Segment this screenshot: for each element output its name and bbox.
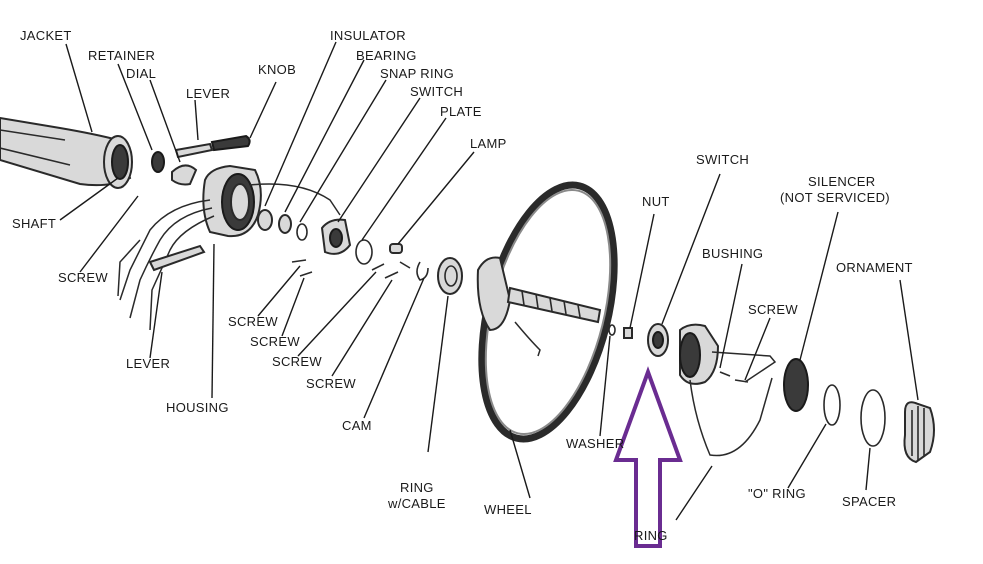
label-plate: PLATE bbox=[440, 104, 482, 119]
lamp-part bbox=[389, 243, 403, 254]
highlight-arrow bbox=[613, 366, 683, 548]
wheel-part bbox=[476, 181, 618, 443]
o-ring-part bbox=[823, 384, 841, 426]
label-ring-cable-2: w/CABLE bbox=[387, 496, 446, 511]
label-dial: DIAL bbox=[126, 66, 156, 81]
label-wheel: WHEEL bbox=[484, 502, 532, 517]
lever-top-part bbox=[174, 134, 251, 159]
label-silencer-2: (NOT SERVICED) bbox=[780, 190, 890, 205]
silencer-part bbox=[783, 358, 809, 412]
plate-part bbox=[355, 239, 373, 265]
wiring-harness bbox=[117, 199, 215, 331]
label-knob: KNOB bbox=[258, 62, 296, 77]
label-screw-2: SCREW bbox=[250, 334, 300, 349]
label-screw-left: SCREW bbox=[58, 270, 108, 285]
label-retainer: RETAINER bbox=[88, 48, 155, 63]
label-screw-4: SCREW bbox=[306, 376, 356, 391]
label-ring-cable-1: RING bbox=[400, 480, 434, 495]
bushing-part bbox=[679, 323, 777, 457]
bearing-part bbox=[278, 214, 292, 234]
label-o-ring: "O" RING bbox=[748, 486, 806, 501]
label-lever-bottom: LEVER bbox=[126, 356, 170, 371]
label-cam: CAM bbox=[342, 418, 372, 433]
label-snap-ring: SNAP RING bbox=[380, 66, 454, 81]
screw-cluster bbox=[291, 259, 411, 279]
switch-top-part bbox=[320, 218, 352, 255]
ornament-part bbox=[903, 401, 935, 464]
label-ring-bottom: RING bbox=[634, 528, 668, 543]
screw-right-parts bbox=[719, 371, 749, 383]
dial-part bbox=[171, 164, 198, 186]
jacket-part bbox=[0, 116, 133, 189]
ring-cable-part bbox=[437, 257, 463, 295]
nut-part bbox=[623, 327, 633, 339]
label-washer: WASHER bbox=[566, 436, 624, 451]
leader-lines bbox=[59, 41, 919, 521]
label-bushing: BUSHING bbox=[702, 246, 763, 261]
switch-right-part bbox=[647, 323, 669, 357]
label-silencer-1: SILENCER bbox=[808, 174, 875, 189]
label-jacket: JACKET bbox=[20, 28, 72, 43]
part-labels: JACKET RETAINER DIAL LEVER KNOB INSULATO… bbox=[12, 28, 913, 543]
label-switch-top: SWITCH bbox=[410, 84, 463, 99]
washer-part bbox=[608, 324, 616, 336]
label-lever-top: LEVER bbox=[186, 86, 230, 101]
retainer-part bbox=[151, 151, 165, 173]
label-ornament: ORNAMENT bbox=[836, 260, 913, 275]
label-screw-3: SCREW bbox=[272, 354, 322, 369]
label-lamp: LAMP bbox=[470, 136, 507, 151]
label-spacer: SPACER bbox=[842, 494, 896, 509]
spacer-part bbox=[860, 389, 886, 447]
cam-part bbox=[416, 261, 429, 281]
label-bearing: BEARING bbox=[356, 48, 417, 63]
label-housing: HOUSING bbox=[166, 400, 229, 415]
label-screw-right: SCREW bbox=[748, 302, 798, 317]
label-screw-1: SCREW bbox=[228, 314, 278, 329]
label-shaft: SHAFT bbox=[12, 216, 56, 231]
insulator-part bbox=[257, 209, 273, 231]
label-nut: NUT bbox=[642, 194, 670, 209]
snap-ring-part bbox=[296, 223, 308, 241]
label-insulator: INSULATOR bbox=[330, 28, 406, 43]
lever-bottom-part bbox=[148, 244, 206, 272]
label-switch-right: SWITCH bbox=[696, 152, 749, 167]
